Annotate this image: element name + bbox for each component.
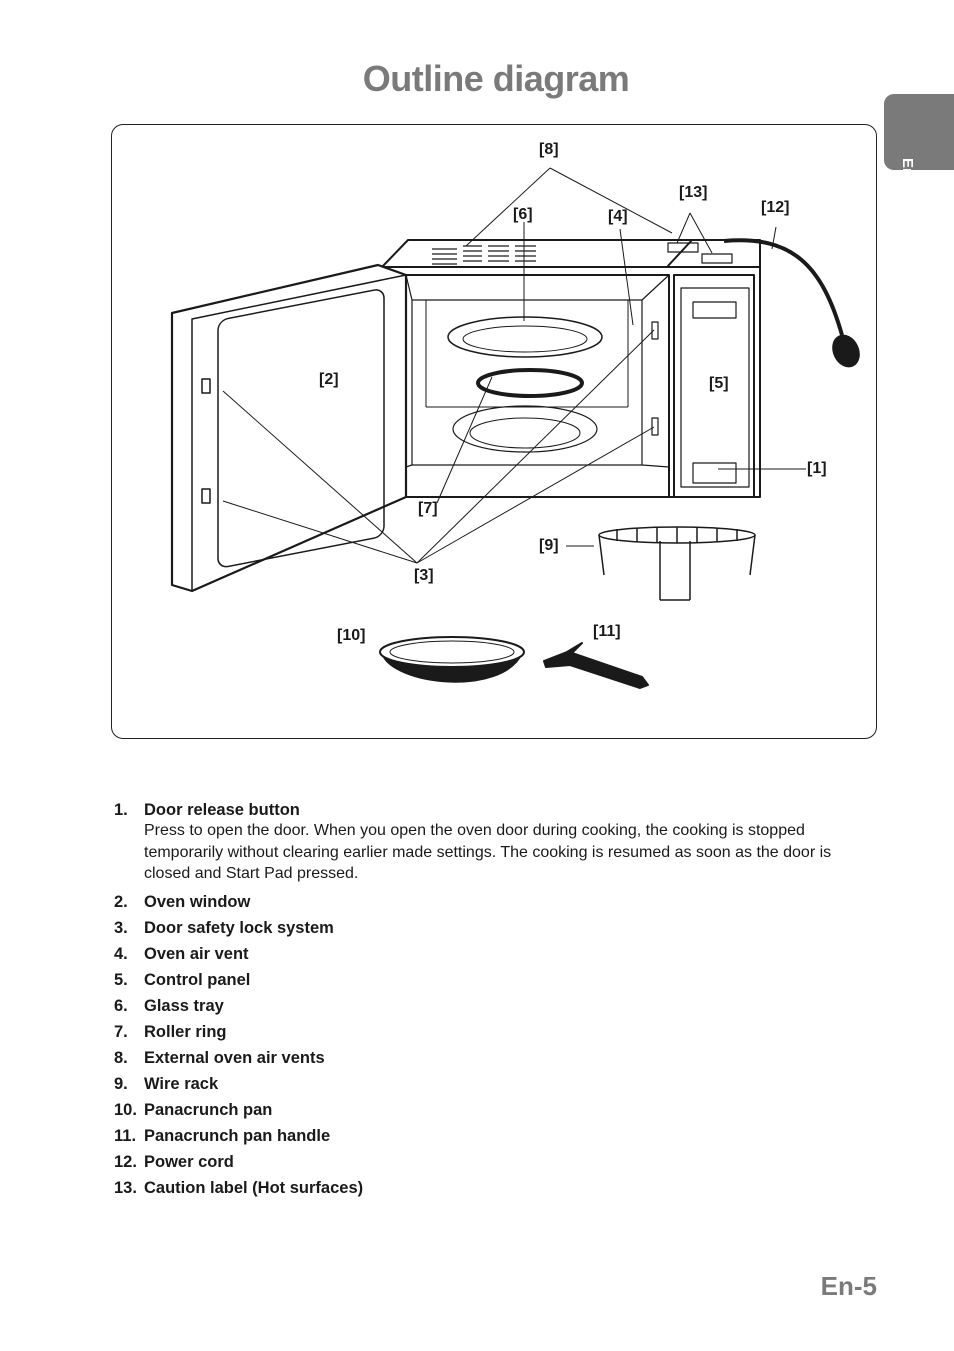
pan-handle [543, 642, 649, 689]
legend-item-name: Control panel [144, 970, 251, 989]
callout-5: [5] [709, 375, 729, 392]
legend-item-number: 4. [114, 944, 128, 963]
callout-4: [4] [608, 208, 628, 225]
legend-item-name: External oven air vents [144, 1048, 325, 1067]
legend-item-name: Door safety lock system [144, 918, 334, 937]
legend-item-number: 3. [114, 918, 128, 937]
legend-item-number: 6. [114, 996, 128, 1015]
legend-item-name: Panacrunch pan [144, 1100, 273, 1119]
legend-item-name: Oven window [144, 892, 251, 911]
parts-legend: 1. Door release button Press to open the… [114, 801, 874, 1205]
legend-item-name: Roller ring [144, 1022, 227, 1041]
language-tab[interactable]: English [884, 94, 954, 212]
callout-3: [3] [414, 567, 434, 584]
legend-item: 5. Control panel [114, 971, 874, 989]
legend-item-name: Glass tray [144, 996, 224, 1015]
legend-item-name: Door release button [144, 801, 300, 819]
oven-cavity [405, 274, 670, 498]
outline-diagram: [8] [13] [12] [6] [4] [2] [5] [1] [7] [9… [111, 124, 877, 739]
legend-item: 12. Power cord [114, 1153, 874, 1171]
legend-item-name: Oven air vent [144, 944, 249, 963]
legend-item-name: Wire rack [144, 1074, 219, 1093]
caution-label [667, 242, 699, 253]
callout-9: [9] [539, 537, 559, 554]
legend-item-name: Caution label (Hot surfaces) [144, 1178, 364, 1197]
legend-item: 2. Oven window [114, 893, 874, 911]
legend-item-number: 11. [114, 1126, 137, 1145]
legend-item-number: 9. [114, 1074, 128, 1093]
legend-item: 7. Roller ring [114, 1023, 874, 1041]
legend-item-number: 1. [114, 801, 128, 819]
roller-ring [476, 368, 584, 398]
legend-item-number: 10. [114, 1100, 137, 1119]
legend-item-number: 13. [114, 1178, 137, 1197]
page-title: Outline diagram [362, 58, 630, 99]
legend-item: 1. Door release button Press to open the… [114, 801, 874, 885]
callout-2: [2] [319, 371, 339, 388]
legend-item-number: 12. [114, 1152, 137, 1171]
top-vents [432, 245, 536, 265]
callout-12: [12] [761, 199, 790, 216]
callout-7: [7] [418, 500, 438, 517]
legend-item: 13. Caution label (Hot surfaces) [114, 1179, 874, 1197]
callout-1: [1] [807, 460, 827, 477]
callout-10: [10] [337, 627, 366, 644]
legend-item-number: 5. [114, 970, 128, 989]
glass-tray [447, 316, 603, 358]
callout-13: [13] [679, 184, 708, 201]
oven-window [217, 289, 385, 568]
legend-item-number: 2. [114, 892, 128, 911]
callout-11: [11] [593, 623, 621, 640]
oven-door [170, 263, 408, 593]
callout-8: [8] [539, 141, 559, 158]
legend-item: 10. Panacrunch pan [114, 1101, 874, 1119]
wire-rack [598, 526, 756, 601]
legend-item: 8. External oven air vents [114, 1049, 874, 1067]
control-panel [673, 274, 755, 498]
legend-item: 3. Door safety lock system [114, 919, 874, 937]
legend-item-description: Press to open the door. When you open th… [144, 822, 832, 882]
legend-item-name: Panacrunch pan handle [144, 1126, 331, 1145]
legend-item: 11. Panacrunch pan handle [114, 1127, 874, 1145]
page-number: En-5 [820, 1271, 877, 1301]
door-release-button [692, 462, 737, 484]
legend-item: 4. Oven air vent [114, 945, 874, 963]
legend-item: 6. Glass tray [114, 997, 874, 1015]
legend-item: 9. Wire rack [114, 1075, 874, 1093]
callout-6: [6] [513, 206, 533, 223]
legend-item-number: 8. [114, 1048, 128, 1067]
legend-item-number: 7. [114, 1022, 128, 1041]
microwave-illustration [170, 167, 860, 689]
language-tab-label: English [899, 158, 916, 213]
power-cord [723, 238, 844, 336]
legend-item-name: Power cord [144, 1152, 234, 1171]
